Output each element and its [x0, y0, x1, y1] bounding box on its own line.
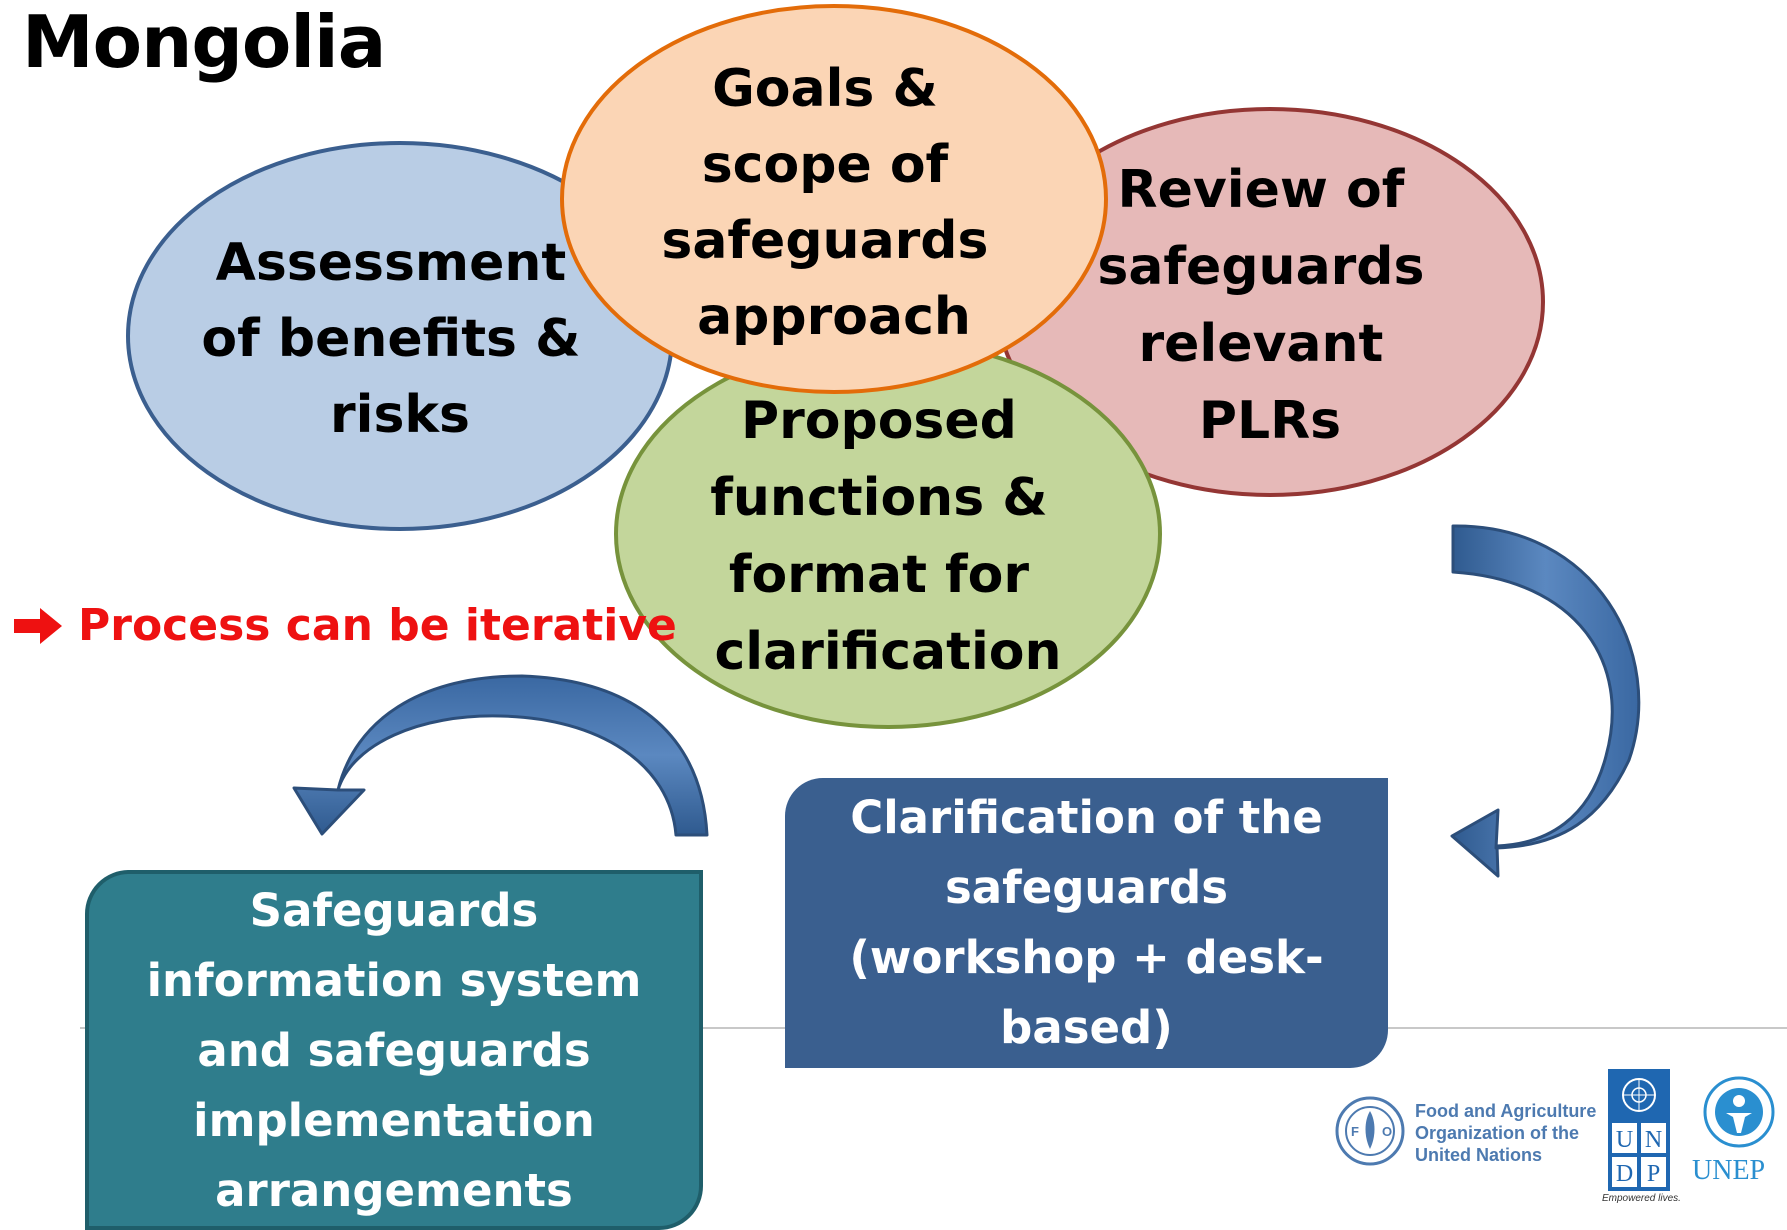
fao-name-line: Food and Agriculture — [1415, 1101, 1597, 1121]
ellipse-review-line: safeguards — [1097, 237, 1424, 297]
box-sis-line: Safeguards — [249, 884, 539, 937]
box-sis-line: and safeguards — [197, 1024, 591, 1077]
undp-logo-icon: U N D P — [1608, 1069, 1670, 1191]
box-clarification: Clarification of the safeguards (worksho… — [785, 778, 1388, 1068]
box-sis-line: implementation — [193, 1094, 595, 1147]
svg-text:O: O — [1382, 1124, 1392, 1139]
fao-name: Food and Agriculture Organization of the… — [1415, 1100, 1596, 1166]
box-sis-line: information system — [146, 954, 642, 1007]
ellipse-goals-line: approach — [697, 287, 971, 347]
ellipse-proposed: Proposed functions & format for clarific… — [614, 339, 1162, 729]
iterative-note: Process can be iterative — [12, 600, 677, 651]
undp-tagline: Empowered lives. — [1602, 1193, 1681, 1204]
ellipse-goals-line: scope of — [702, 135, 950, 195]
svg-text:N: N — [1645, 1127, 1662, 1153]
ellipse-review-line: Review of — [1118, 160, 1406, 220]
partner-logos: F O Food and Agriculture Organization of… — [1330, 1065, 1780, 1211]
svg-text:F: F — [1351, 1124, 1359, 1139]
box-clarification-line: based) — [1000, 1001, 1173, 1054]
fao-name-line: United Nations — [1415, 1145, 1543, 1165]
box-clarification-line: (workshop + desk- — [849, 931, 1324, 984]
ellipse-assessment-line: risks — [330, 385, 470, 445]
ellipse-proposed-line: functions & — [710, 468, 1047, 528]
ellipse-proposed-line: clarification — [714, 622, 1061, 682]
fao-logo-icon: F O — [1335, 1096, 1405, 1166]
svg-text:D: D — [1616, 1161, 1633, 1187]
iterative-note-text: Process can be iterative — [78, 600, 677, 651]
unep-name: UNEP — [1692, 1155, 1766, 1186]
svg-text:U: U — [1616, 1127, 1633, 1153]
svg-text:Goals & scope of s: Goals & scope of safeguards approach — [661, 59, 1006, 347]
ellipse-goals: Goals & scope of safeguards approach — [560, 4, 1108, 394]
ellipse-goals-line: Goals & — [712, 59, 938, 119]
curved-arrow-right — [1450, 524, 1641, 878]
curved-arrow-left — [292, 674, 709, 837]
svg-text:Assessment of benefits &: Assessment of benefits & risks — [201, 233, 598, 445]
ellipse-assessment-line: of benefits & — [201, 309, 580, 369]
fao-name-line: Organization of the — [1415, 1123, 1579, 1143]
svg-text:Proposed functions &: Proposed functions & format for clarific… — [710, 391, 1065, 682]
box-safeguards-information-system: Safeguards information system and safegu… — [85, 870, 703, 1230]
ellipse-proposed-line: format for — [729, 545, 1030, 605]
page-title: Mongolia — [22, 0, 386, 84]
ellipse-assessment-line: Assessment — [216, 233, 567, 293]
ellipse-proposed-line: Proposed — [741, 391, 1017, 451]
unep-logo-icon — [1703, 1076, 1775, 1148]
box-clarification-line: Clarification of the — [850, 791, 1323, 844]
ellipse-review-line: PLRs — [1199, 391, 1341, 451]
svg-text:P: P — [1647, 1161, 1660, 1187]
ellipse-review-line: relevant — [1139, 314, 1384, 374]
ellipse-assessment: Assessment of benefits & risks — [126, 141, 674, 531]
box-sis-line: arrangements — [215, 1164, 573, 1217]
box-clarification-line: safeguards — [944, 861, 1229, 914]
svg-text:Review of safeguards: Review of safeguards relevant PLRs — [1097, 160, 1442, 451]
ellipse-goals-line: safeguards — [661, 211, 988, 271]
arrow-right-icon — [14, 607, 62, 644]
